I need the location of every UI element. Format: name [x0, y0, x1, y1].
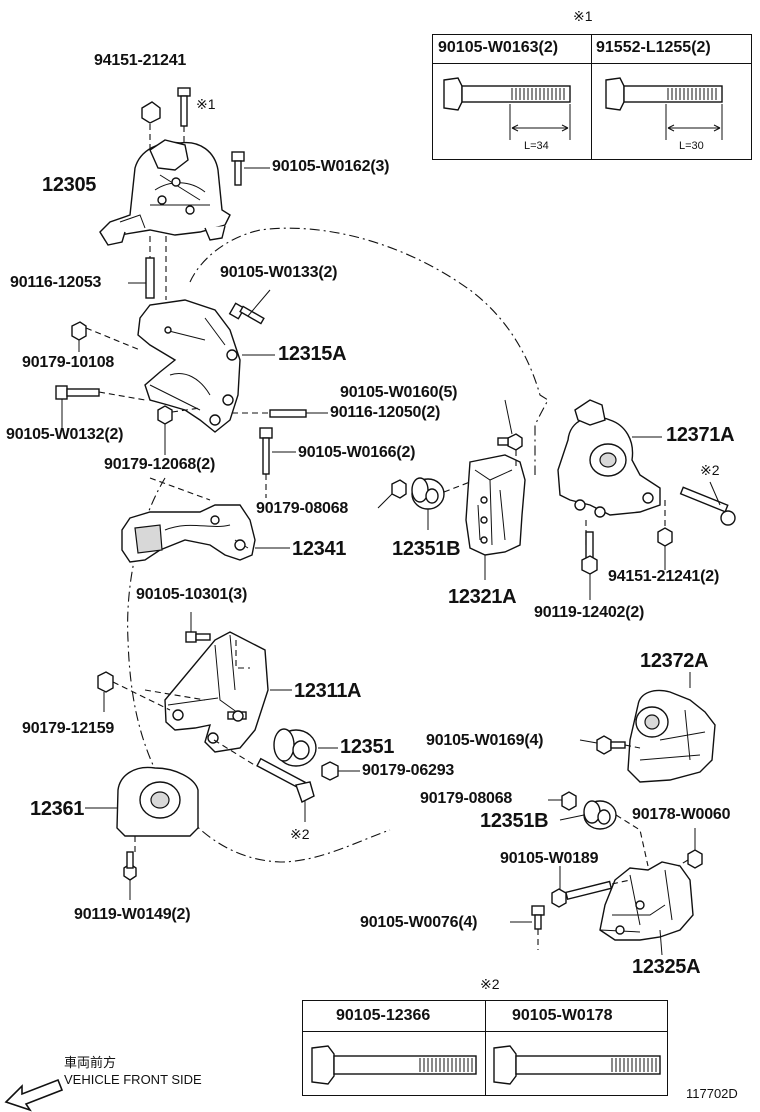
- nut-90179-08068-upper: [377, 479, 407, 509]
- stud-90116-12053: [128, 236, 167, 300]
- bolt-90105-W0132: [55, 385, 146, 430]
- nut-90179-12068: [157, 405, 201, 455]
- bushing-12351B-upper: [411, 477, 471, 530]
- nut-90178-W0060: [677, 828, 703, 869]
- note1-bolt-b: [605, 77, 723, 140]
- bolt-90105-W0133: [228, 289, 271, 325]
- note1-bolt-a: [443, 77, 571, 140]
- note1-col2-part: 91552-L1255(2): [596, 39, 711, 56]
- stud-90116-12050: [232, 409, 328, 418]
- label-94151-21241: 94151-21241: [94, 52, 187, 69]
- label-90105-W0189: 90105-W0189: [500, 850, 599, 867]
- engine-mount-12305: [99, 139, 231, 246]
- label-90105-W0160: 90105-W0160(5): [340, 384, 458, 401]
- label-12341: 12341: [292, 538, 347, 560]
- note1-mark: ※1: [573, 8, 593, 24]
- label-12311A: 12311A: [294, 680, 362, 702]
- label-12372A: 12372A: [640, 650, 709, 672]
- label-90179-08068-upper: 90179-08068: [256, 500, 349, 517]
- bracket-12315A: [137, 299, 275, 433]
- label-90105-W0132: 90105-W0132(2): [6, 426, 124, 443]
- label-90105-10301: 90105-10301(3): [136, 586, 248, 603]
- stud-12311A: [227, 710, 247, 722]
- bolt-note1: [177, 87, 191, 146]
- nut-90179-12159: [97, 671, 171, 712]
- label-90105-W0133: 90105-W0133(2): [220, 264, 338, 281]
- label-90179-06293: 90179-06293: [362, 762, 455, 779]
- vehicle-front-en: VEHICLE FRONT SIDE: [64, 1072, 202, 1087]
- label-90105-W0076: 90105-W0076(4): [360, 914, 478, 931]
- label-90179-12068: 90179-12068(2): [104, 456, 216, 473]
- nut-94151-21241-right: [657, 527, 673, 570]
- bolt-90105-W0076: [510, 905, 545, 950]
- bolt-90105-W0189: [551, 866, 631, 908]
- mount-12372A: [627, 672, 716, 783]
- note1-table: [432, 34, 752, 160]
- note2-col2-part: 90105-W0178: [512, 1007, 613, 1024]
- label-90116-12053: 90116-12053: [10, 274, 102, 291]
- label-90105-W0162: 90105-W0162(3): [272, 158, 390, 175]
- vehicle-front-arrow-icon: [4, 1078, 64, 1112]
- label-90119-W0149: 90119-W0149(2): [74, 906, 191, 923]
- label-12321A: 12321A: [448, 586, 517, 608]
- diagram-code: 117702D: [686, 1086, 738, 1101]
- bushing-12351B-lower: [559, 800, 649, 867]
- note2-bolt-a: [311, 1045, 477, 1085]
- nut-90179-10108: [71, 321, 141, 352]
- bolt-note2-right: [679, 481, 736, 526]
- nut-94151-21241: [141, 101, 161, 150]
- note1-length-b: L=30: [679, 140, 704, 152]
- label-12351: 12351: [340, 736, 395, 758]
- nut-90179-08068-lower: [548, 791, 577, 811]
- label-90179-08068-lower: 90179-08068: [420, 790, 513, 807]
- bushing-12351: [273, 728, 338, 767]
- label-12351B-upper: 12351B: [392, 538, 461, 560]
- label-12371A: 12371A: [666, 424, 735, 446]
- label-12351B-lower: 12351B: [480, 810, 549, 832]
- bolt-90105-W0160: [497, 399, 523, 470]
- note1-length-a: L=34: [524, 140, 549, 152]
- label-94151-21241-2: 94151-21241(2): [608, 568, 720, 585]
- nut-90179-06293: [321, 761, 360, 781]
- callout-note1: ※1: [196, 96, 216, 112]
- callout-note2-left: ※2: [290, 826, 310, 842]
- label-12315A: 12315A: [278, 343, 347, 365]
- label-90119-12402: 90119-12402(2): [534, 604, 645, 621]
- bolt-90105-W0166: [259, 427, 296, 498]
- bolt-90119-12402: [581, 531, 598, 600]
- bracket-12325A: [599, 861, 694, 956]
- label-90105-W0169: 90105-W0169(4): [426, 732, 544, 749]
- callout-note2-right: ※2: [700, 462, 720, 478]
- bolt-90105-W0162: [231, 151, 270, 186]
- label-90179-12159: 90179-12159: [22, 720, 115, 737]
- label-90105-W0166: 90105-W0166(2): [298, 444, 416, 461]
- label-12361: 12361: [30, 798, 85, 820]
- bolt-90105-W0169: [579, 735, 641, 755]
- label-90179-10108: 90179-10108: [22, 354, 115, 371]
- vehicle-front-jp: 車両前方: [64, 1056, 117, 1071]
- note2-bolt-b: [493, 1045, 661, 1085]
- mount-12371A: [557, 399, 666, 545]
- bolt-note2: [213, 739, 315, 822]
- note2-mark: ※2: [480, 976, 500, 992]
- bracket-12341: [121, 477, 290, 563]
- note1-col1-part: 90105-W0163(2): [438, 39, 559, 56]
- mount-12361: [85, 766, 199, 855]
- label-90178-W0060: 90178-W0060: [632, 806, 731, 823]
- bracket-12321A: [465, 454, 526, 580]
- note2-col1-part: 90105-12366: [336, 1007, 431, 1024]
- bracket-12311A: [144, 631, 292, 753]
- label-90116-12050: 90116-12050(2): [330, 404, 441, 421]
- label-12325A: 12325A: [632, 956, 701, 978]
- bolt-90119-W0149: [123, 851, 137, 900]
- bolt-90105-10301: [185, 612, 211, 643]
- note2-table: [302, 1000, 668, 1096]
- label-12305: 12305: [42, 174, 97, 196]
